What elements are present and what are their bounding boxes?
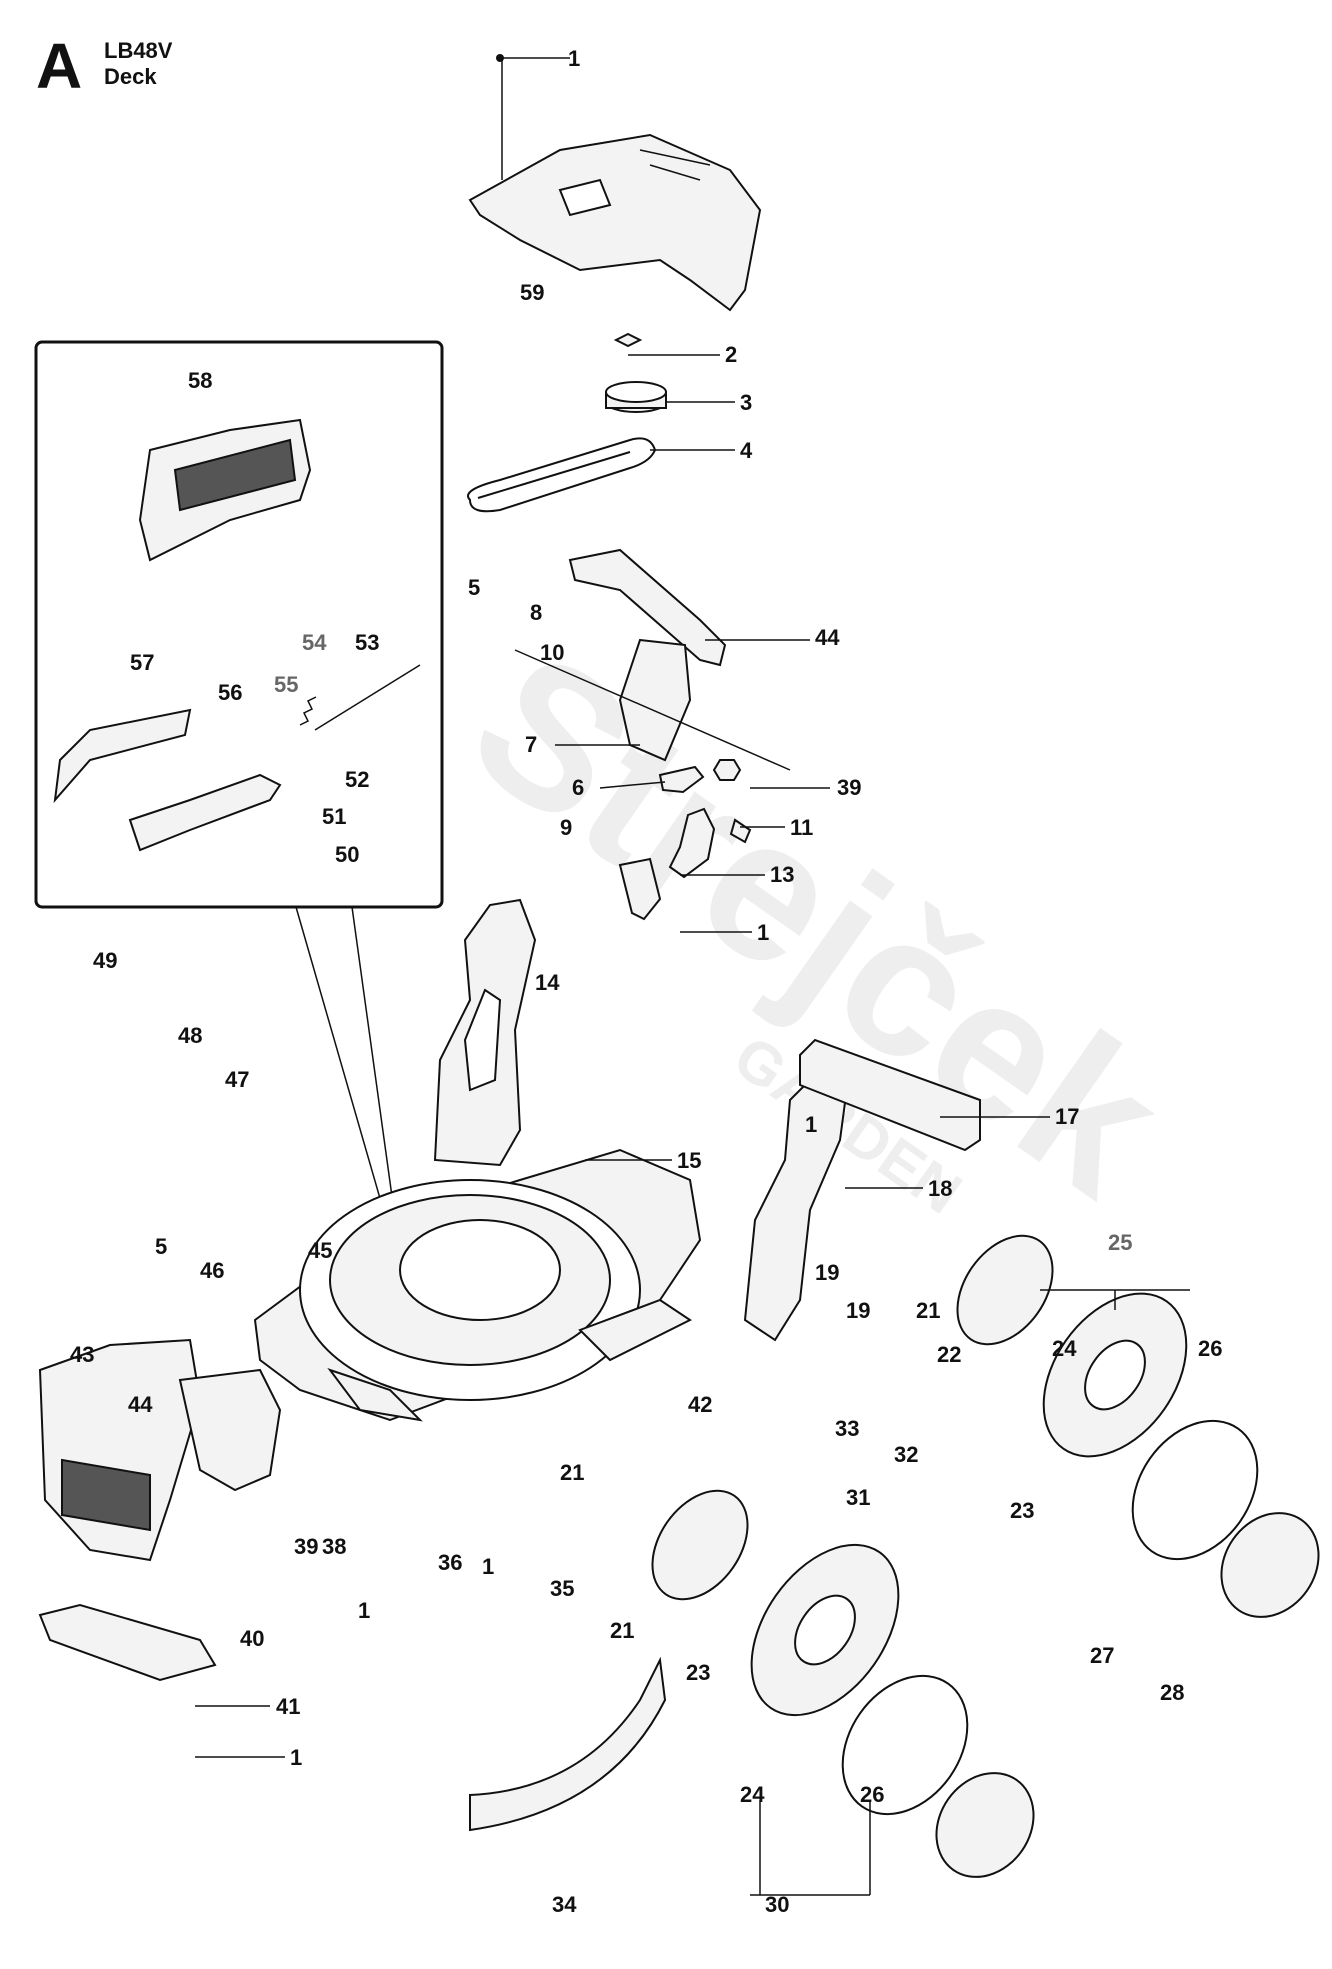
callout-labels: 1 59 2 3 4 5 8 10 44 7 6 39 9 11 13 1 58… [70, 46, 1222, 1917]
callout-50: 50 [335, 842, 359, 867]
callout-6: 6 [572, 775, 584, 800]
callout-5b: 5 [155, 1234, 167, 1259]
callout-21b: 21 [610, 1618, 634, 1643]
screw-icon [496, 54, 504, 62]
callout-49: 49 [93, 948, 117, 973]
callout-19: 19 [846, 1298, 870, 1323]
callout-16: 17 [1055, 1104, 1079, 1129]
callout-53: 53 [355, 630, 379, 655]
top-cover [468, 133, 762, 312]
callout-48: 48 [178, 1023, 202, 1048]
callout-39: 39 [837, 775, 861, 800]
front-wheel [956, 1234, 1320, 1618]
callout-4: 4 [740, 438, 753, 463]
callout-18: 19 [815, 1260, 839, 1285]
callout-57: 57 [130, 650, 154, 675]
rear-wheel [651, 1489, 1035, 1878]
callout-1d: 1 [482, 1554, 494, 1579]
front-cover [38, 1338, 282, 1682]
callout-8: 8 [530, 600, 542, 625]
callout-35: 35 [550, 1576, 574, 1601]
pulley-assembly [467, 332, 667, 513]
callout-26b: 26 [860, 1782, 884, 1807]
callout-17: 18 [928, 1176, 952, 1201]
callout-28: 28 [1160, 1680, 1184, 1705]
callout-34: 34 [552, 1892, 577, 1917]
callout-40: 40 [240, 1626, 264, 1651]
inset-pointer-line [295, 906, 393, 1241]
callout-27: 27 [1090, 1643, 1114, 1668]
callout-44b: 44 [128, 1392, 153, 1417]
callout-9: 9 [560, 815, 572, 840]
callout-14: 15 [677, 1148, 701, 1173]
deck [253, 1148, 702, 1422]
callout-21: 21 [916, 1298, 940, 1323]
rear-flap-bracket [799, 1038, 981, 1152]
callout-31: 31 [846, 1485, 870, 1510]
callout-38: 38 [322, 1534, 346, 1559]
callout-22: 22 [937, 1342, 961, 1367]
detail-inset-frame [34, 340, 444, 909]
callout-1: 1 [568, 46, 580, 71]
inset-pointer-line [351, 906, 399, 1241]
callout-1c: 1 [805, 1112, 817, 1137]
callout-51: 51 [322, 804, 346, 829]
callout-23: 23 [1010, 1498, 1034, 1523]
inset-parts [53, 418, 421, 852]
callout-36: 36 [438, 1550, 462, 1575]
callout-24b: 24 [740, 1782, 765, 1807]
callout-24: 24 [1052, 1336, 1077, 1361]
callout-30: 30 [765, 1892, 789, 1917]
callout-1e: 1 [358, 1598, 370, 1623]
handle-right [743, 1068, 850, 1342]
rubber-strip [469, 1656, 667, 1832]
callout-55: 55 [274, 672, 298, 697]
callout-1f: 1 [290, 1745, 302, 1770]
callout-10: 11 [790, 815, 813, 840]
section-letter: A [36, 30, 83, 102]
callout-15: 10 [540, 640, 564, 665]
callout-7: 7 [525, 732, 537, 757]
callout-13: 14 [535, 970, 560, 995]
callout-1b: 1 [757, 920, 769, 945]
callout-52: 52 [345, 767, 369, 792]
callout-2: 2 [725, 342, 737, 367]
callout-58: 58 [188, 368, 212, 393]
callout-42: 42 [688, 1392, 712, 1417]
callout-25: 25 [1108, 1230, 1132, 1255]
callout-5: 5 [468, 575, 480, 600]
callout-41: 41 [276, 1694, 300, 1719]
section-name: Deck [104, 64, 157, 89]
callout-3: 3 [740, 390, 752, 415]
callout-46: 45 [308, 1238, 332, 1263]
callout-32: 32 [894, 1442, 918, 1467]
callout-45: 46 [200, 1258, 224, 1283]
callout-19b: 21 [560, 1460, 584, 1485]
handle-left [433, 898, 537, 1167]
callout-39b: 39 [294, 1534, 318, 1559]
leader-lines [195, 354, 1190, 1896]
callout-54: 54 [302, 630, 327, 655]
callout-56: 56 [218, 680, 242, 705]
gearbox-assembly [514, 548, 791, 921]
callout-44: 44 [815, 625, 840, 650]
callout-33: 33 [835, 1416, 859, 1441]
callout-26: 26 [1198, 1336, 1222, 1361]
callout-59: 59 [520, 280, 544, 305]
callout-11: 13 [770, 862, 794, 887]
callout-47: 47 [225, 1067, 249, 1092]
callout-23b: 23 [686, 1660, 710, 1685]
model-name: LB48V [104, 38, 173, 63]
callout-43: 43 [70, 1342, 94, 1367]
